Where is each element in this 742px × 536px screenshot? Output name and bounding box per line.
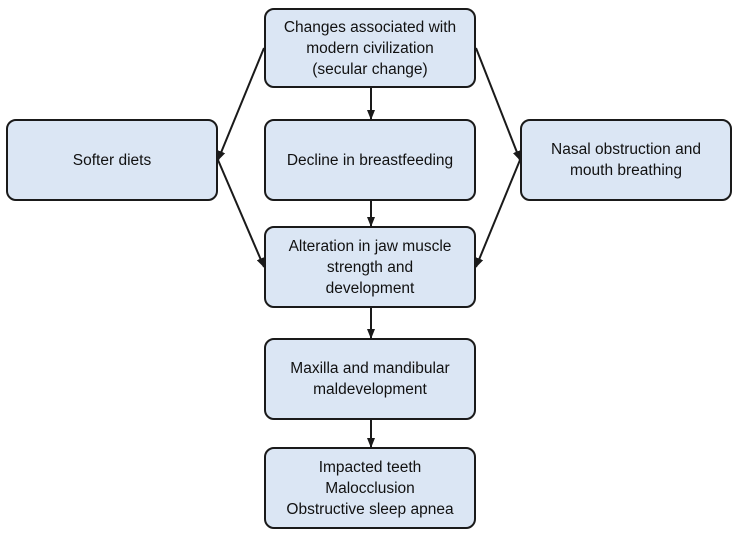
node-modern-civilization: Changes associated with modern civilizat… xyxy=(264,8,476,88)
node-outcomes: Impacted teeth Malocclusion Obstructive … xyxy=(264,447,476,529)
node-decline-breastfeeding: Decline in breastfeeding xyxy=(264,119,476,201)
node-maxilla-line-1: Maxilla and mandibular xyxy=(290,360,450,377)
node-nasal-line-1: Nasal obstruction and xyxy=(551,141,701,158)
node-jaw-line-3: development xyxy=(325,279,415,297)
node-outcomes-line-3: Obstructive sleep apnea xyxy=(286,500,454,518)
node-modern-line-2: modern civilization xyxy=(306,39,434,57)
arrow-softer-to-jaw xyxy=(217,159,265,268)
node-nasal-line-2: mouth breathing xyxy=(569,162,683,179)
node-modern-line-1: Changes associated with xyxy=(283,18,457,36)
node-breastfeeding-line-1: Decline in breastfeeding xyxy=(286,151,454,169)
node-jaw-muscle-alteration: Alteration in jaw muscle strength and de… xyxy=(264,226,476,308)
arrow-modern-to-nasal xyxy=(475,47,521,161)
arrow-nasal-to-jaw xyxy=(475,159,521,268)
node-jaw-line-2: strength and xyxy=(326,258,414,276)
node-modern-line-3: (secular change) xyxy=(312,60,428,78)
node-maxilla-line-2: maldevelopment xyxy=(313,381,427,398)
node-softer-diets: Softer diets xyxy=(6,119,218,201)
node-outcomes-line-2: Malocclusion xyxy=(325,479,415,497)
arrow-modern-to-softer xyxy=(217,47,265,161)
node-nasal-obstruction: Nasal obstruction and mouth breathing xyxy=(520,119,732,201)
node-softer-line-1: Softer diets xyxy=(72,151,152,169)
node-maxilla-mandibular: Maxilla and mandibular maldevelopment xyxy=(264,338,476,420)
node-jaw-line-1: Alteration in jaw muscle xyxy=(288,237,452,255)
node-outcomes-line-1: Impacted teeth xyxy=(318,458,422,476)
